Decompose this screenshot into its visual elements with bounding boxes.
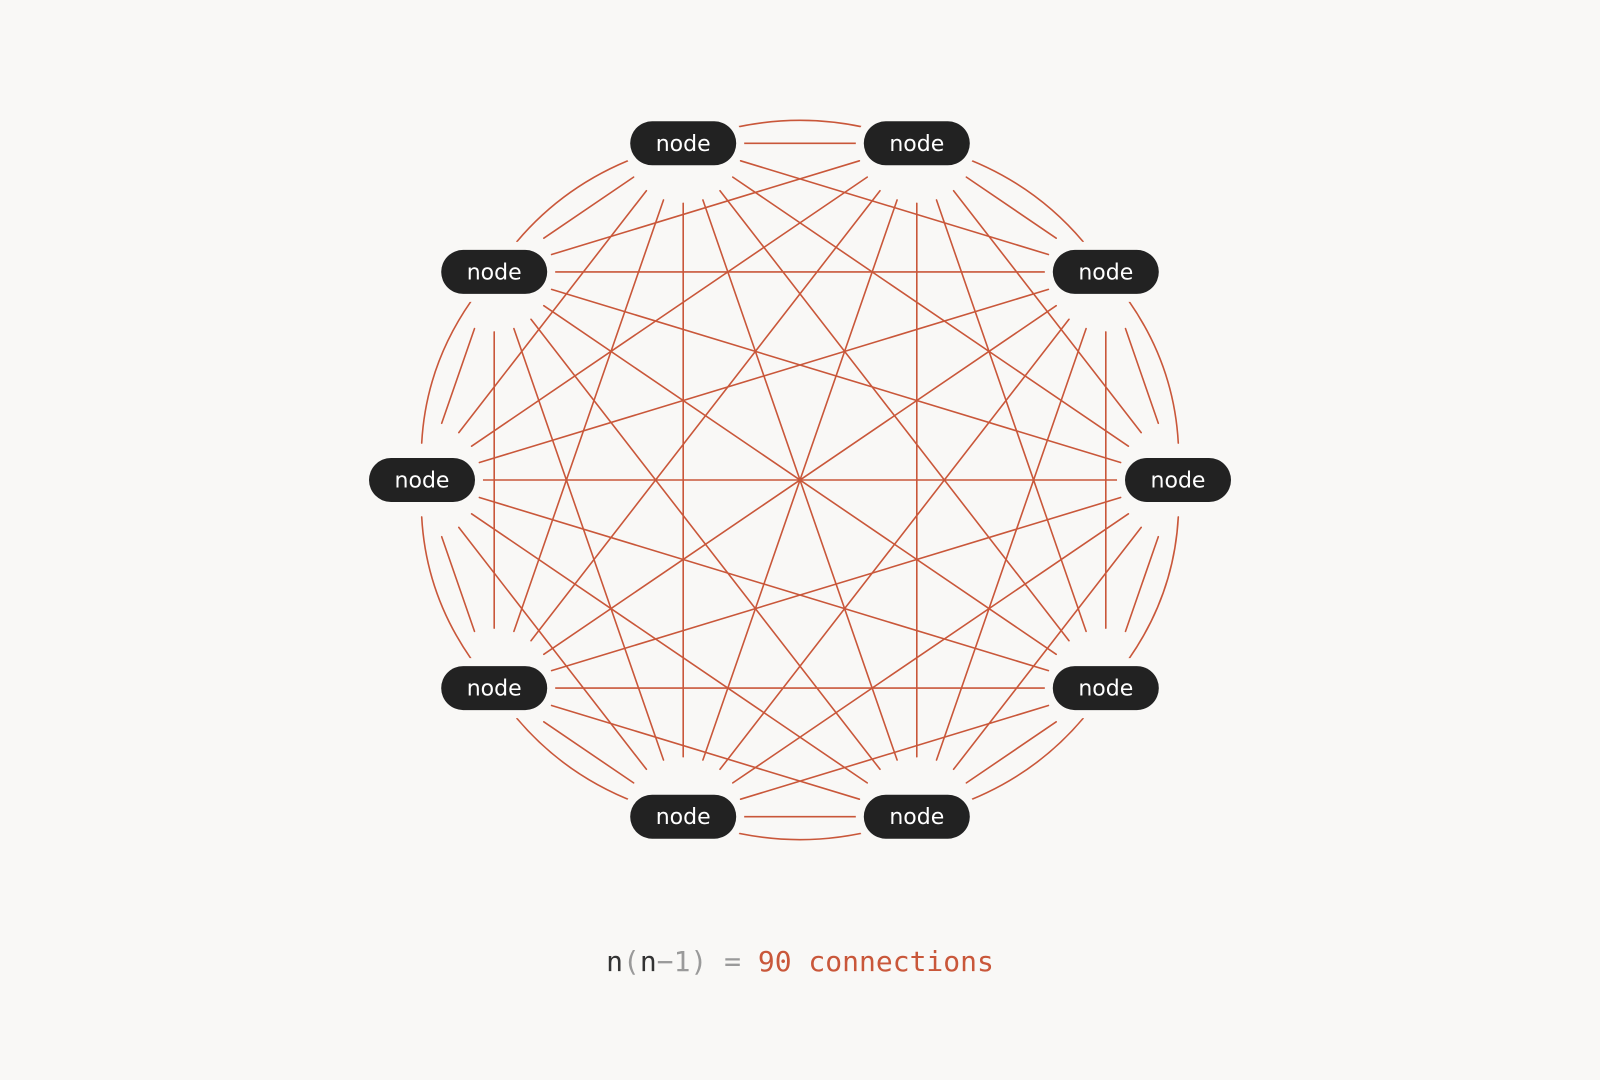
connection-curve-8-9 bbox=[420, 300, 472, 444]
node-5: node bbox=[1044, 658, 1167, 719]
connection-line-3-4 bbox=[1124, 535, 1160, 633]
node-label: node bbox=[395, 469, 450, 494]
connection-line-2-3 bbox=[1124, 327, 1160, 425]
node-pill bbox=[630, 794, 737, 839]
connection-curve-7-8 bbox=[420, 516, 472, 660]
connection-line-1-2 bbox=[965, 176, 1057, 239]
node-pill bbox=[630, 121, 737, 166]
connection-line-6-8 bbox=[458, 526, 648, 771]
connection-line-2-8 bbox=[478, 288, 1050, 464]
connection-line-4-8 bbox=[478, 496, 1050, 672]
connection-line-3-7 bbox=[550, 496, 1122, 672]
node-pill bbox=[369, 458, 475, 502]
connection-line-8-9 bbox=[440, 327, 476, 425]
connection-line-7-8 bbox=[440, 535, 476, 633]
connection-curve-6-7 bbox=[516, 717, 647, 807]
node-pill bbox=[1052, 666, 1159, 711]
connection-curve-1-2 bbox=[953, 153, 1084, 243]
formula-n-inner: n bbox=[639, 945, 657, 978]
connection-curve-0-1 bbox=[719, 119, 881, 132]
node-4: node bbox=[1117, 450, 1239, 510]
nodes-group: node node node node node node node node node node bbox=[361, 113, 1239, 847]
connection-line-5-9 bbox=[530, 318, 881, 771]
node-label: node bbox=[467, 677, 522, 702]
node-2: node bbox=[855, 113, 978, 174]
node-9: node bbox=[361, 450, 483, 510]
node-label: node bbox=[656, 805, 711, 830]
connection-line-3-9 bbox=[550, 288, 1122, 464]
node-label: node bbox=[467, 260, 522, 285]
connection-line-4-9 bbox=[543, 304, 1057, 656]
formula-result: 90 connections bbox=[757, 945, 994, 978]
connection-lines bbox=[420, 119, 1180, 841]
node-label: node bbox=[1151, 469, 1206, 494]
connection-curve-4-5 bbox=[953, 717, 1084, 807]
formula-minus: − bbox=[656, 945, 674, 978]
connection-line-6-7 bbox=[543, 721, 635, 784]
node-pill bbox=[1052, 249, 1159, 294]
connections-formula: n(n−1) = 90 connections bbox=[0, 940, 1600, 984]
connection-line-3-6 bbox=[732, 513, 1130, 784]
connection-line-5-8 bbox=[470, 513, 868, 784]
formula-close-paren: ) bbox=[690, 945, 708, 978]
node-pill bbox=[441, 666, 548, 711]
connection-curve-2-3 bbox=[1128, 300, 1180, 444]
formula-equals: = bbox=[724, 945, 741, 978]
node-label: node bbox=[889, 132, 944, 157]
connection-line-0-9 bbox=[543, 176, 635, 239]
connection-line-0-3 bbox=[732, 176, 1130, 447]
connection-line-4-6 bbox=[739, 704, 1050, 800]
formula-open-paren: ( bbox=[622, 945, 640, 978]
formula-n: n bbox=[606, 945, 623, 978]
node-pill bbox=[1125, 458, 1231, 502]
node-pill bbox=[863, 794, 970, 839]
node-pill bbox=[441, 249, 548, 294]
connection-curve-3-4 bbox=[1128, 516, 1180, 660]
node-1: node bbox=[622, 113, 745, 174]
node-pill bbox=[863, 121, 970, 166]
connection-line-1-9 bbox=[550, 160, 861, 256]
node-10: node bbox=[433, 241, 556, 302]
node-label: node bbox=[1078, 677, 1133, 702]
formula-one: 1 bbox=[673, 945, 691, 978]
connection-line-1-8 bbox=[470, 176, 868, 447]
node-3: node bbox=[1044, 241, 1167, 302]
node-7: node bbox=[622, 786, 745, 847]
connection-line-5-7 bbox=[550, 704, 861, 800]
node-label: node bbox=[1078, 260, 1133, 285]
node-6: node bbox=[855, 786, 978, 847]
connection-line-6-9 bbox=[513, 327, 665, 761]
node-label: node bbox=[889, 805, 944, 830]
connection-line-4-5 bbox=[965, 721, 1057, 784]
connection-curve-5-6 bbox=[719, 828, 881, 841]
node-label: node bbox=[656, 132, 711, 157]
connection-curve-0-9 bbox=[516, 153, 647, 243]
node-8: node bbox=[433, 658, 556, 719]
